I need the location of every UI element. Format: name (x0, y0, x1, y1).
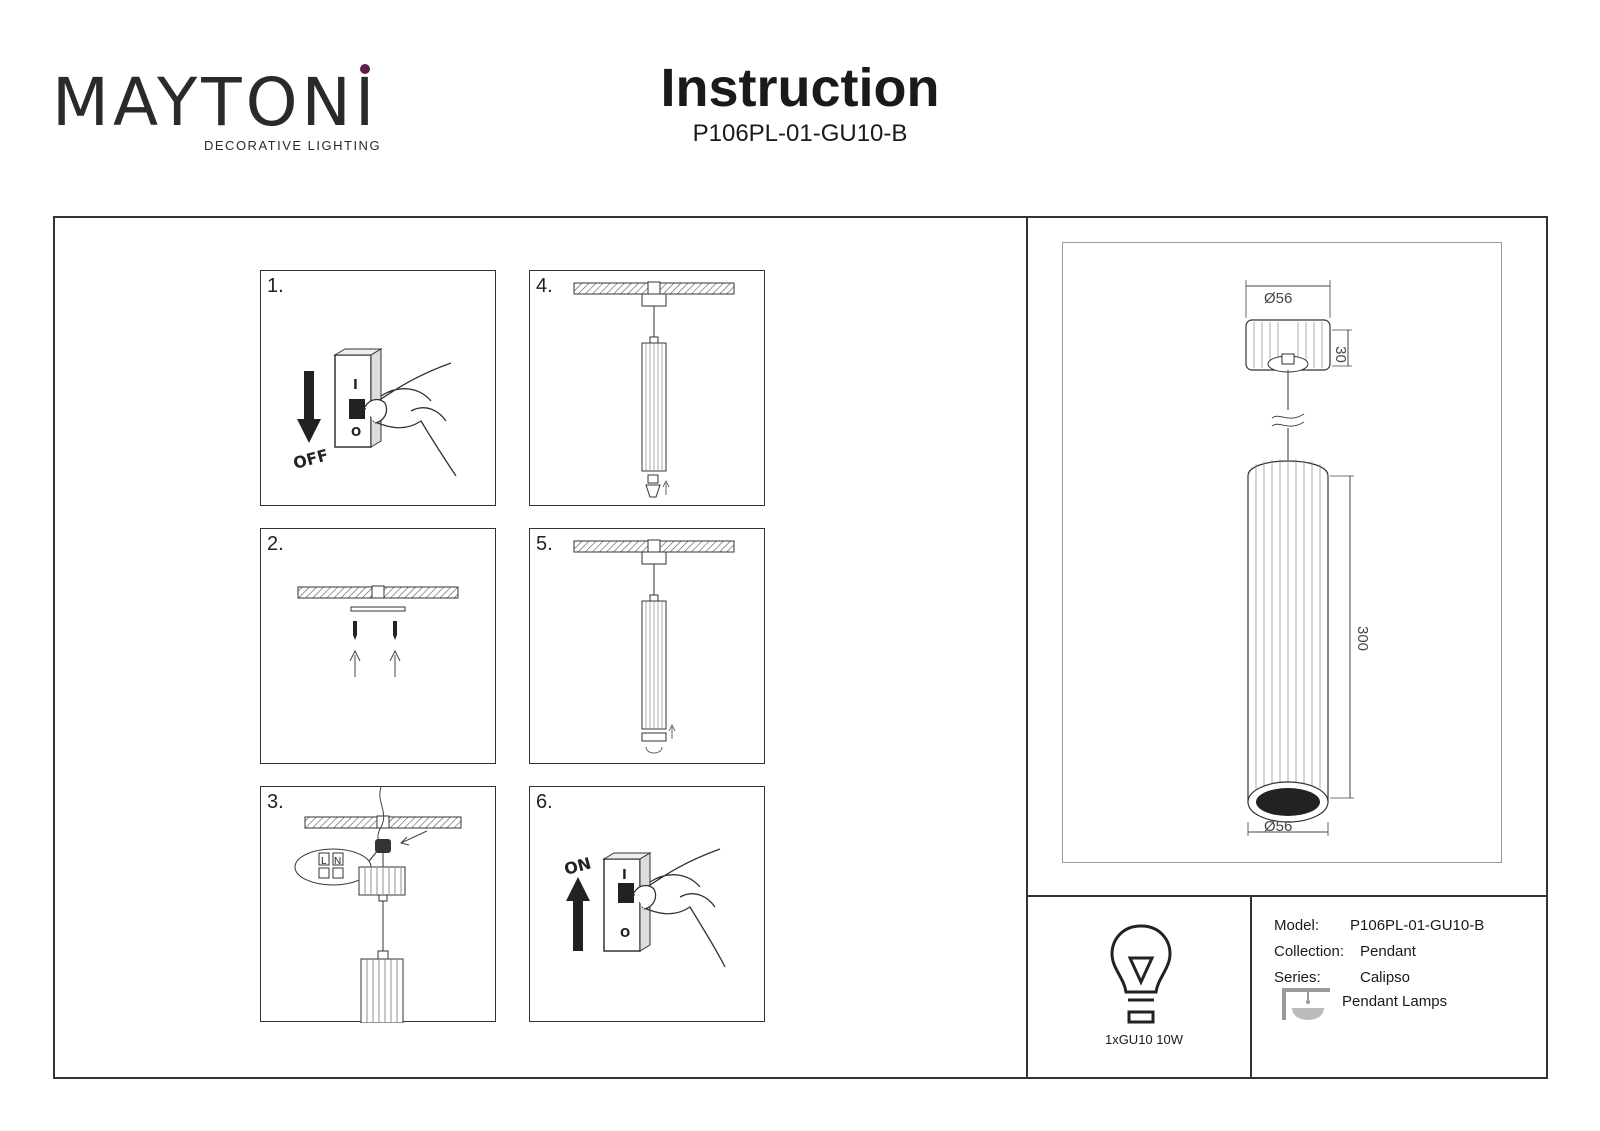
spec-series-value: Calipso (1360, 969, 1411, 986)
page-title: Instruction (660, 58, 940, 118)
wiring-illustration: L N (294, 787, 462, 1023)
frame-divider-horizontal (1026, 895, 1548, 897)
step-number: 5. (536, 533, 553, 555)
step-number: 6. (536, 791, 553, 813)
brand-logo: MAYTONI DECORATIVE LIGHTING (52, 62, 382, 154)
pendant-lamp-icon (1282, 988, 1330, 1020)
terminal-l-label: L (321, 856, 327, 867)
spec-divider (1250, 895, 1252, 1079)
body-diameter-label: Ø56 (1264, 818, 1293, 835)
arrow-down-icon (304, 371, 314, 421)
step-panel-6: 6. I O ON (529, 786, 765, 1022)
spec-model-label: Model: (1274, 917, 1320, 934)
step-panel-3: 3. L N (260, 786, 496, 1023)
bulb-insert-illustration (573, 281, 735, 498)
spec-series-label: Series: (1274, 969, 1321, 986)
rotate-icon (645, 746, 663, 754)
switch-on-illustration: I O ON (562, 848, 726, 968)
switch-on-mark: I (622, 868, 627, 883)
on-label: ON (562, 854, 593, 879)
frame-divider-vertical (1026, 216, 1028, 1079)
step-panel-5: 5. (529, 528, 765, 764)
bulb-icon (1110, 924, 1172, 1024)
instruction-frame (53, 216, 1548, 1079)
brand-name: MAYTONI (52, 64, 379, 141)
spec-category: Pendant Lamps (1342, 993, 1448, 1010)
switch-off-mark: O (620, 926, 630, 940)
step-number: 2. (267, 533, 284, 555)
step-number: 4. (536, 275, 553, 297)
canopy-diameter-label: Ø56 (1264, 290, 1293, 307)
canopy-height-label: 30 (1331, 346, 1349, 363)
off-label: OFF (291, 445, 330, 473)
step-panel-1: 1. I O OFF (260, 270, 496, 506)
step-panel-2: 2. (260, 528, 496, 764)
spec-collection-value: Pendant (1360, 943, 1416, 960)
spec-collection-label: Collection: (1274, 943, 1345, 960)
bulb-caption: 1xGU10 10W (1104, 1032, 1184, 1047)
arrow-up-icon (573, 899, 583, 951)
screw-icon (353, 621, 357, 635)
body-length-label: 300 (1354, 625, 1372, 652)
gu10-bulb-icon (645, 484, 661, 498)
step-number: 1. (267, 275, 284, 297)
screw-icon (393, 621, 397, 635)
technical-drawing (1062, 242, 1502, 863)
spec-model-value: P106PL-01-GU10-B (1350, 917, 1485, 934)
switch-on-mark: I (353, 378, 358, 393)
switch-off-illustration: I O OFF (291, 348, 457, 477)
brand-tagline: DECORATIVE LIGHTING (204, 138, 382, 153)
brand-dot-icon (360, 64, 370, 74)
terminal-n-label: N (334, 856, 341, 867)
cover-fix-illustration (573, 539, 735, 754)
ceiling-mount-illustration (297, 585, 459, 677)
dimension-drawing (1245, 280, 1354, 836)
model-code: P106PL-01-GU10-B (692, 120, 908, 147)
step-number: 3. (267, 791, 284, 813)
step-panel-4: 4. (529, 270, 765, 506)
switch-off-mark: O (351, 425, 361, 439)
